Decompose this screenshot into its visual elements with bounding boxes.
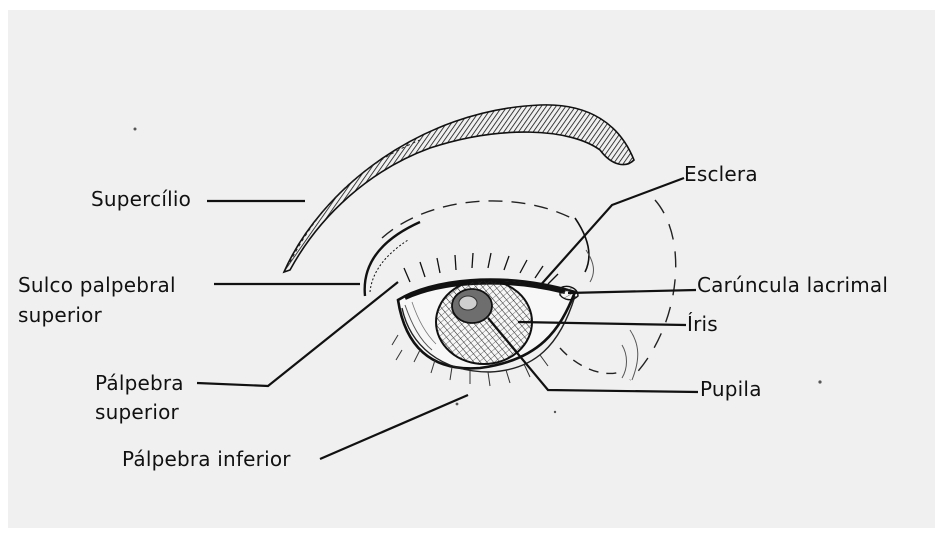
eyebrow-drawing [284,105,634,272]
label-esclera: Esclera [684,163,758,185]
leader-palpebra-superior [197,282,398,386]
leader-palpebra-inferior [320,395,468,459]
label-supercilio: Supercílio [91,188,191,210]
label-pupila: Pupila [700,378,762,400]
pupil-drawing [452,289,492,323]
label-sulco-palpebral-line1: Sulco palpebral [18,274,176,296]
label-sulco-palpebral-line2: superior [18,304,102,326]
label-palpebra-superior-line1: Pálpebra [95,372,184,394]
leader-esclera [538,178,684,288]
leader-caruncula [568,290,696,293]
label-palpebra-inferior: Pálpebra inferior [122,448,291,470]
outer-sketch-lines [586,250,638,380]
label-caruncula-lacrimal: Carúncula lacrimal [697,274,888,296]
label-palpebra-superior-line2: superior [95,401,179,423]
label-iris: Íris [687,313,718,335]
